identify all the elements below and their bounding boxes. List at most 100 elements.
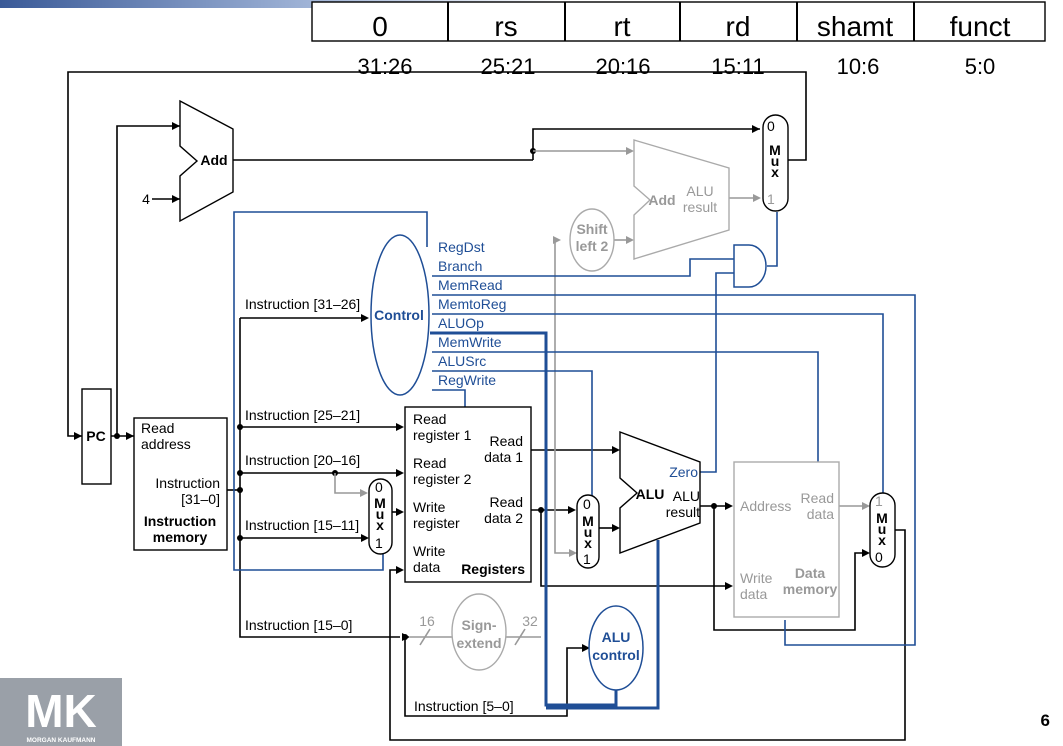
alu-zero-label: Zero: [669, 464, 698, 480]
pcsrc-mux-one: 1: [767, 191, 775, 207]
reg-write-register-sub: register: [413, 515, 460, 531]
format-bits-shamt: 10:6: [837, 54, 880, 79]
reg-read-data2-sub: data 2: [484, 510, 523, 526]
control-wires: [233, 211, 916, 710]
memtoreg-mux-x: x: [878, 532, 886, 548]
signal-branch: Branch: [438, 258, 482, 274]
signal-memwrite: MemWrite: [438, 334, 502, 350]
logo-subtitle: MORGAN KAUFMANN: [27, 737, 96, 744]
alusrc-mux-x: x: [584, 535, 592, 551]
regdst-mux-m: M: [374, 495, 386, 511]
regdst-mux: [368, 478, 393, 555]
format-bits-rs: 25:21: [480, 54, 535, 79]
alu-result-label: ALU: [673, 488, 700, 504]
instr-31-26-label: Instruction [31–26]: [245, 296, 360, 312]
format-field-funct: funct: [950, 11, 1011, 42]
alu-label: ALU: [636, 486, 665, 502]
shift-sub: left 2: [576, 238, 609, 254]
reg-write-data-label: Write: [413, 543, 446, 559]
reg-read2-sub: register 2: [413, 471, 472, 487]
regdst-mux-zero: 0: [375, 479, 383, 495]
pcsrc-mux-zero: 0: [767, 118, 775, 134]
imem-instruction-label: Instruction: [155, 475, 220, 491]
instruction-memory: [133, 417, 228, 551]
sign-extend: [451, 593, 507, 671]
signal-memread: MemRead: [438, 277, 503, 293]
imem-instruction-bits: [31–0]: [181, 491, 220, 507]
signal-aluop: ALUOp: [438, 315, 484, 331]
shift-label: Shift: [576, 221, 607, 237]
control-unit: [370, 234, 430, 396]
instr-25-21-label: Instruction [25–21]: [245, 407, 360, 423]
dmem-title-line1: Data: [795, 565, 826, 581]
format-bits-funct: 5:0: [965, 54, 996, 79]
publisher-logo: MK MORGAN KAUFMANN: [0, 678, 122, 746]
reg-write-data-sub: data: [413, 559, 440, 575]
pc-adder: [179, 99, 234, 223]
pc-register: [81, 388, 112, 485]
regdst-mux-u: u: [376, 506, 385, 522]
alu-result-sub: result: [666, 504, 700, 520]
format-bits-opcode: 31:26: [357, 54, 412, 79]
data-memory: [733, 461, 840, 618]
page-number: 6: [1041, 711, 1050, 730]
format-field-rt: rt: [613, 11, 630, 42]
reg-read1-label: Read: [413, 411, 446, 427]
memtoreg-mux-u: u: [878, 521, 887, 537]
alusrc-mux: [576, 494, 600, 569]
imem-title-line1: Instruction: [144, 513, 216, 529]
imem-title-line2: memory: [153, 529, 208, 545]
branch-adder: [633, 139, 730, 260]
constant-four: 4: [142, 191, 150, 207]
pcsrc-mux-m: M: [769, 142, 781, 158]
alu-control: [588, 605, 644, 691]
format-bits-rt: 20:16: [595, 54, 650, 79]
logo-mark: MK: [25, 685, 97, 737]
signal-memtoreg: MemtoReg: [438, 296, 506, 312]
dmem-address-label: Address: [740, 498, 791, 514]
regdst-mux-x: x: [376, 517, 384, 533]
pcsrc-mux-u: u: [771, 153, 780, 169]
alusrc-mux-one: 1: [583, 551, 591, 567]
signal-regdst: RegDst: [438, 239, 485, 255]
reg-read2-label: Read: [413, 455, 446, 471]
shift-left-2: [569, 208, 615, 272]
dmem-title-line2: memory: [783, 581, 838, 597]
alusrc-mux-zero: 0: [583, 496, 591, 512]
sign-in-width: 16: [419, 613, 435, 629]
reg-read-data1-label: Read: [490, 433, 523, 449]
data-wires: [67, 71, 906, 741]
sign-extend-sub: extend: [456, 635, 501, 651]
alu: [619, 430, 701, 555]
pcsrc-mux-x: x: [771, 164, 779, 180]
memtoreg-mux-m: M: [876, 510, 888, 526]
imem-address-label: address: [141, 436, 191, 452]
signal-alusrc: ALUSrc: [438, 353, 486, 369]
registers-title: Registers: [461, 561, 525, 577]
reg-read-data2-label: Read: [490, 494, 523, 510]
sign-out-width: 32: [522, 613, 538, 629]
control-label: Control: [374, 307, 424, 323]
format-field-shamt: shamt: [817, 11, 893, 42]
memtoreg-mux-one: 1: [875, 493, 883, 509]
reg-read1-sub: register 1: [413, 427, 472, 443]
instr-20-16-label: Instruction [20–16]: [245, 452, 360, 468]
format-field-rs: rs: [494, 11, 517, 42]
memtoreg-mux: [869, 492, 896, 568]
instr-15-11-label: Instruction [15–11]: [245, 517, 359, 533]
register-file: [404, 406, 532, 583]
dmem-write-label: Write: [740, 570, 773, 586]
alu-control-sub: control: [592, 647, 639, 663]
sign-extend-label: Sign-: [462, 617, 497, 633]
branch-inactive-paths: [334, 147, 870, 646]
format-field-opcode: 0: [372, 11, 388, 42]
branch-and-gate: [733, 244, 767, 288]
instr-5-0-label: Instruction [5–0]: [414, 698, 514, 714]
dmem-read-label: Read: [801, 490, 834, 506]
regdst-mux-one: 1: [375, 535, 383, 551]
reg-write-register-label: Write: [413, 499, 446, 515]
branch-adder-label: Add: [648, 192, 675, 208]
instruction-format: 0 rs rt rd shamt funct 31:26 25:21 20:16…: [311, 1, 1046, 79]
imem-read-label: Read: [141, 420, 174, 436]
